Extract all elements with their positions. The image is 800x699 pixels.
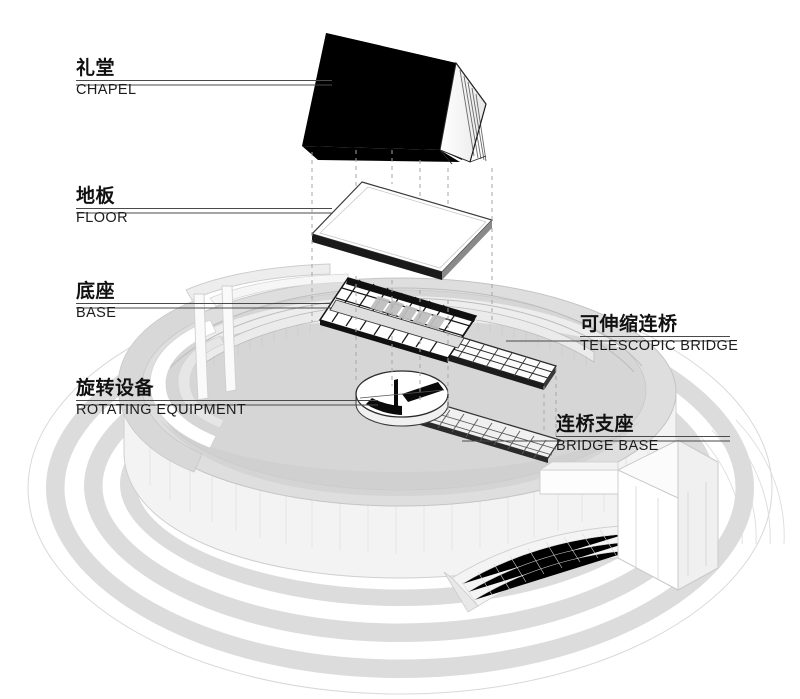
callout-chapel-en: CHAPEL bbox=[76, 82, 137, 98]
seating-steps bbox=[443, 525, 637, 613]
tower-block bbox=[538, 439, 719, 591]
callout-base-en: BASE bbox=[76, 305, 117, 321]
right-arc-ribs bbox=[699, 419, 785, 545]
callout-floor-rule bbox=[76, 208, 332, 209]
callout-bridge-base-cn: 连桥支座 bbox=[556, 414, 635, 435]
callout-base-cn: 底座 bbox=[76, 281, 116, 302]
callout-rotating-equipment-cn: 旋转设备 bbox=[76, 378, 155, 399]
callout-chapel: 礼堂 CHAPEL bbox=[76, 58, 332, 100]
callout-bridge-base-en: BRIDGE BASE bbox=[556, 438, 659, 454]
callout-floor-cn: 地板 bbox=[76, 186, 116, 207]
floor-slab bbox=[310, 181, 494, 280]
callout-rotating-equipment-rule bbox=[76, 400, 378, 401]
callout-telescopic-bridge-cn: 可伸缩连桥 bbox=[580, 314, 678, 335]
vertical-alignment-dashes bbox=[311, 150, 557, 440]
callout-base-rule bbox=[76, 303, 332, 304]
callout-rotating-equipment: 旋转设备 ROTATING EQUIPMENT bbox=[76, 378, 378, 420]
court-fins bbox=[193, 285, 237, 401]
callout-bridge-base-rule bbox=[556, 436, 730, 437]
callout-telescopic-bridge-en: TELESCOPIC BRIDGE bbox=[580, 338, 739, 354]
callout-telescopic-bridge: 可伸缩连桥 TELESCOPIC BRIDGE bbox=[580, 314, 739, 356]
callout-chapel-cn: 礼堂 bbox=[76, 58, 116, 79]
callout-floor-en: FLOOR bbox=[76, 210, 128, 226]
base-truss-deck bbox=[318, 277, 478, 363]
chapel-roof-volume bbox=[302, 33, 487, 165]
callout-bridge-base: 连桥支座 BRIDGE BASE bbox=[556, 414, 730, 456]
callout-chapel-rule bbox=[76, 80, 332, 81]
callout-telescopic-bridge-rule bbox=[580, 336, 730, 337]
callout-base: 底座 BASE bbox=[76, 281, 332, 323]
rotating-turntable bbox=[355, 370, 449, 427]
callout-leader-lines bbox=[76, 84, 730, 442]
callout-floor: 地板 FLOOR bbox=[76, 186, 332, 228]
callout-rotating-equipment-en: ROTATING EQUIPMENT bbox=[76, 402, 247, 418]
